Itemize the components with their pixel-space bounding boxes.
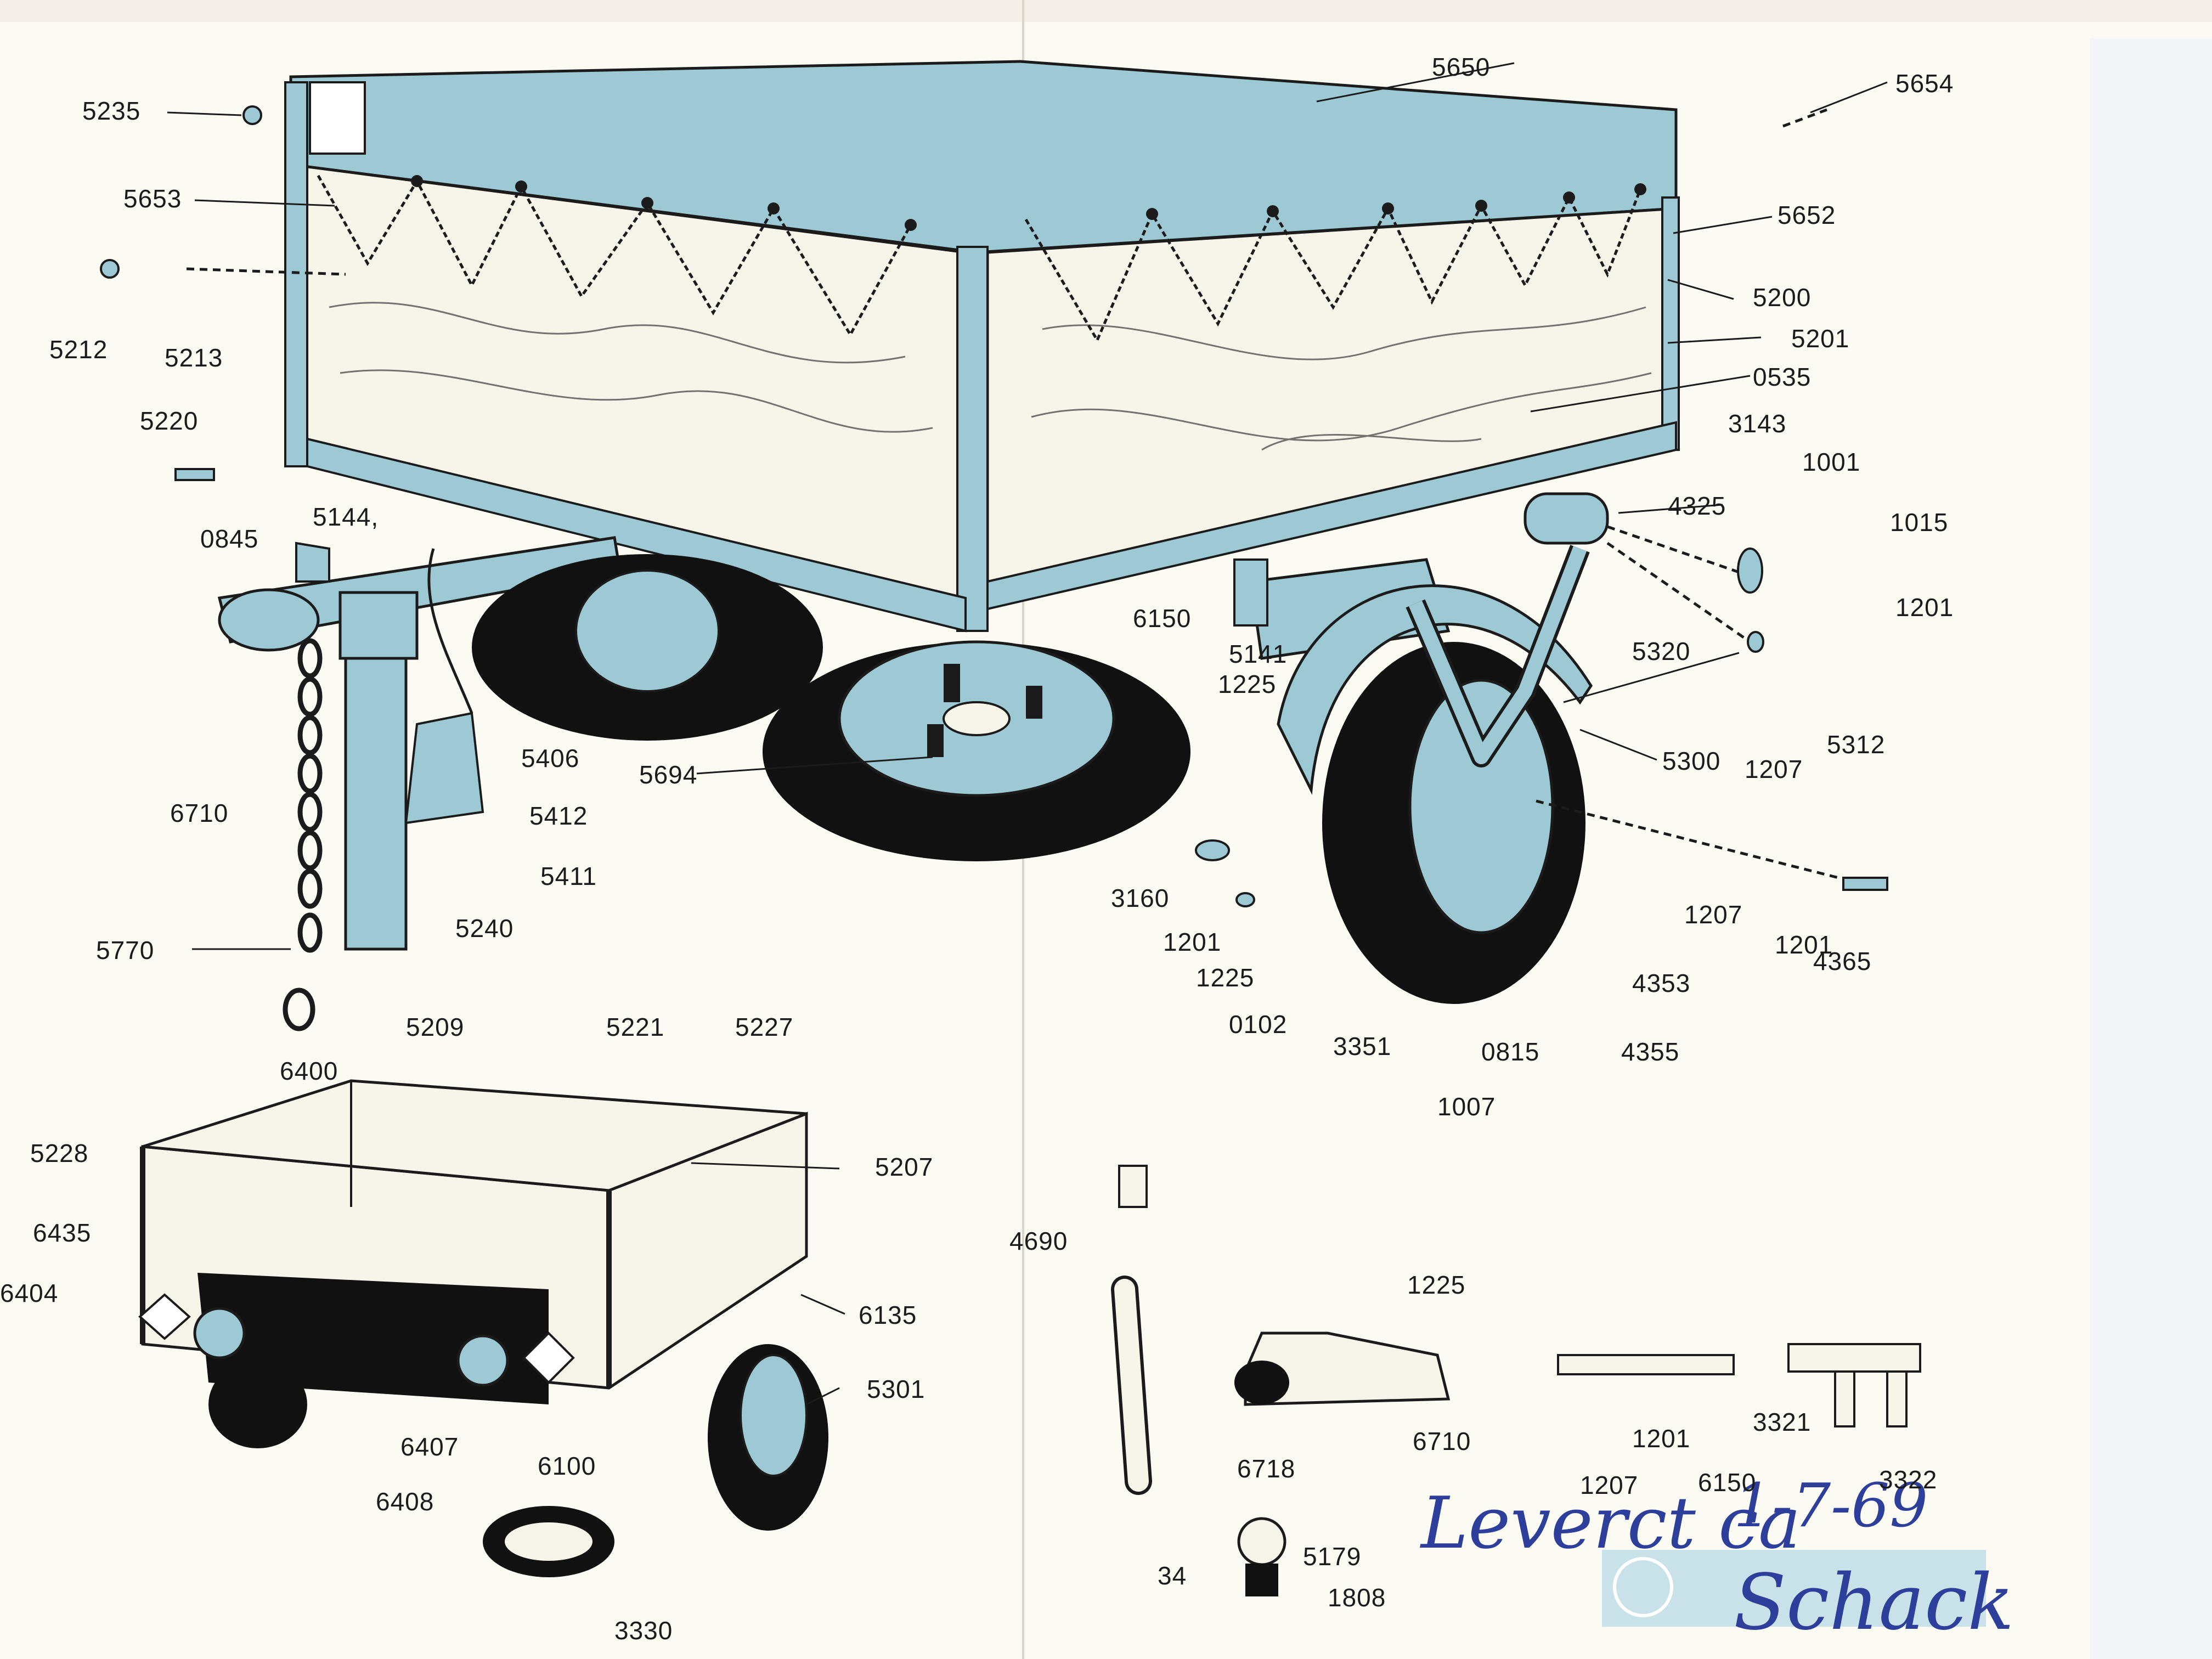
part-label: 4355 (1621, 1037, 1680, 1066)
part-label: 0535 (1753, 363, 1812, 391)
part-label: 1201 (1163, 928, 1222, 956)
handwritten-signature: Schack (1734, 1558, 2015, 1647)
part-label: 0102 (1229, 1010, 1288, 1039)
part-label: 5240 (455, 914, 514, 943)
part-label: 5221 (606, 1013, 665, 1041)
part-label: 6407 (400, 1432, 459, 1461)
part-label: 3330 (614, 1616, 673, 1645)
part-label: 5207 (875, 1153, 934, 1181)
part-label: 1201 (1775, 930, 1833, 959)
background-edge (2090, 38, 2212, 1659)
part-label: 5406 (521, 744, 580, 772)
part-label: 1225 (1196, 963, 1255, 992)
part-label: 1207 (1684, 900, 1743, 929)
part-label: 0845 (200, 524, 259, 553)
stamp-logo-icon (1613, 1557, 1673, 1617)
part-label: 6135 (859, 1301, 917, 1329)
part-label: 5200 (1753, 283, 1812, 312)
part-label: 5653 (123, 184, 182, 213)
part-label: 4365 (1813, 947, 1872, 975)
part-label: 1207 (1580, 1471, 1639, 1499)
part-label: 0815 (1481, 1037, 1540, 1066)
part-label: 5654 (1895, 69, 1954, 98)
part-label: 5235 (82, 97, 141, 125)
part-label: 4353 (1632, 969, 1691, 997)
part-label: 34 (1158, 1561, 1187, 1590)
part-label: 1201 (1895, 593, 1954, 622)
part-label: 4690 (1009, 1227, 1068, 1255)
paper-edge (0, 0, 2212, 22)
part-label: 3322 (1879, 1465, 1938, 1494)
part-label: 1007 (1437, 1092, 1496, 1121)
part-label: 5209 (406, 1013, 465, 1041)
part-label: 1225 (1407, 1271, 1466, 1299)
part-label: 5320 (1632, 637, 1691, 665)
part-label: 5770 (96, 936, 155, 964)
part-label: 6408 (376, 1487, 435, 1516)
part-label: 6404 (0, 1279, 59, 1307)
handwritten-date: 1-7-69 (1734, 1470, 1928, 1541)
part-label: 1207 (1745, 755, 1803, 783)
part-label: 5411 (540, 862, 597, 890)
part-label: 6710 (1413, 1427, 1471, 1455)
part-label: 5301 (867, 1375, 926, 1403)
part-label: 3143 (1728, 409, 1787, 438)
part-label: 1001 (1802, 448, 1861, 476)
part-label: 5212 (49, 335, 108, 364)
part-label: 5220 (140, 407, 199, 435)
part-label: 3321 (1753, 1408, 1812, 1436)
part-label: 6718 (1237, 1454, 1296, 1483)
part-label: 5694 (639, 760, 698, 789)
part-label: 6400 (280, 1057, 338, 1085)
part-label: 4325 (1668, 492, 1726, 520)
part-label: 5228 (30, 1139, 89, 1167)
part-label: 6150 (1133, 604, 1192, 633)
part-label: 6150 (1698, 1468, 1757, 1497)
part-label: 1015 (1890, 508, 1949, 537)
part-label: 5652 (1778, 201, 1836, 229)
part-label: 3351 (1333, 1032, 1392, 1060)
part-label: 6710 (170, 799, 229, 827)
part-label: 1808 (1328, 1583, 1386, 1612)
part-label: 5179 (1303, 1542, 1362, 1571)
part-label: 5412 (529, 802, 588, 830)
part-label: 5300 (1662, 747, 1721, 775)
part-label: 5650 (1432, 53, 1491, 81)
part-label: 6435 (33, 1218, 92, 1247)
part-label: 5227 (735, 1013, 794, 1041)
part-label: 5141 (1229, 640, 1288, 668)
part-label: 3160 (1111, 884, 1170, 912)
part-label: 1201 (1632, 1424, 1691, 1453)
part-label: 5144, (313, 503, 379, 531)
handwritten-delivered: Leverct ca (1421, 1481, 1801, 1565)
part-label: 5201 (1791, 324, 1850, 353)
part-label: 5213 (165, 343, 223, 372)
part-label: 5312 (1827, 730, 1886, 759)
part-label: 6100 (538, 1452, 596, 1480)
part-label: 1225 (1218, 670, 1277, 698)
